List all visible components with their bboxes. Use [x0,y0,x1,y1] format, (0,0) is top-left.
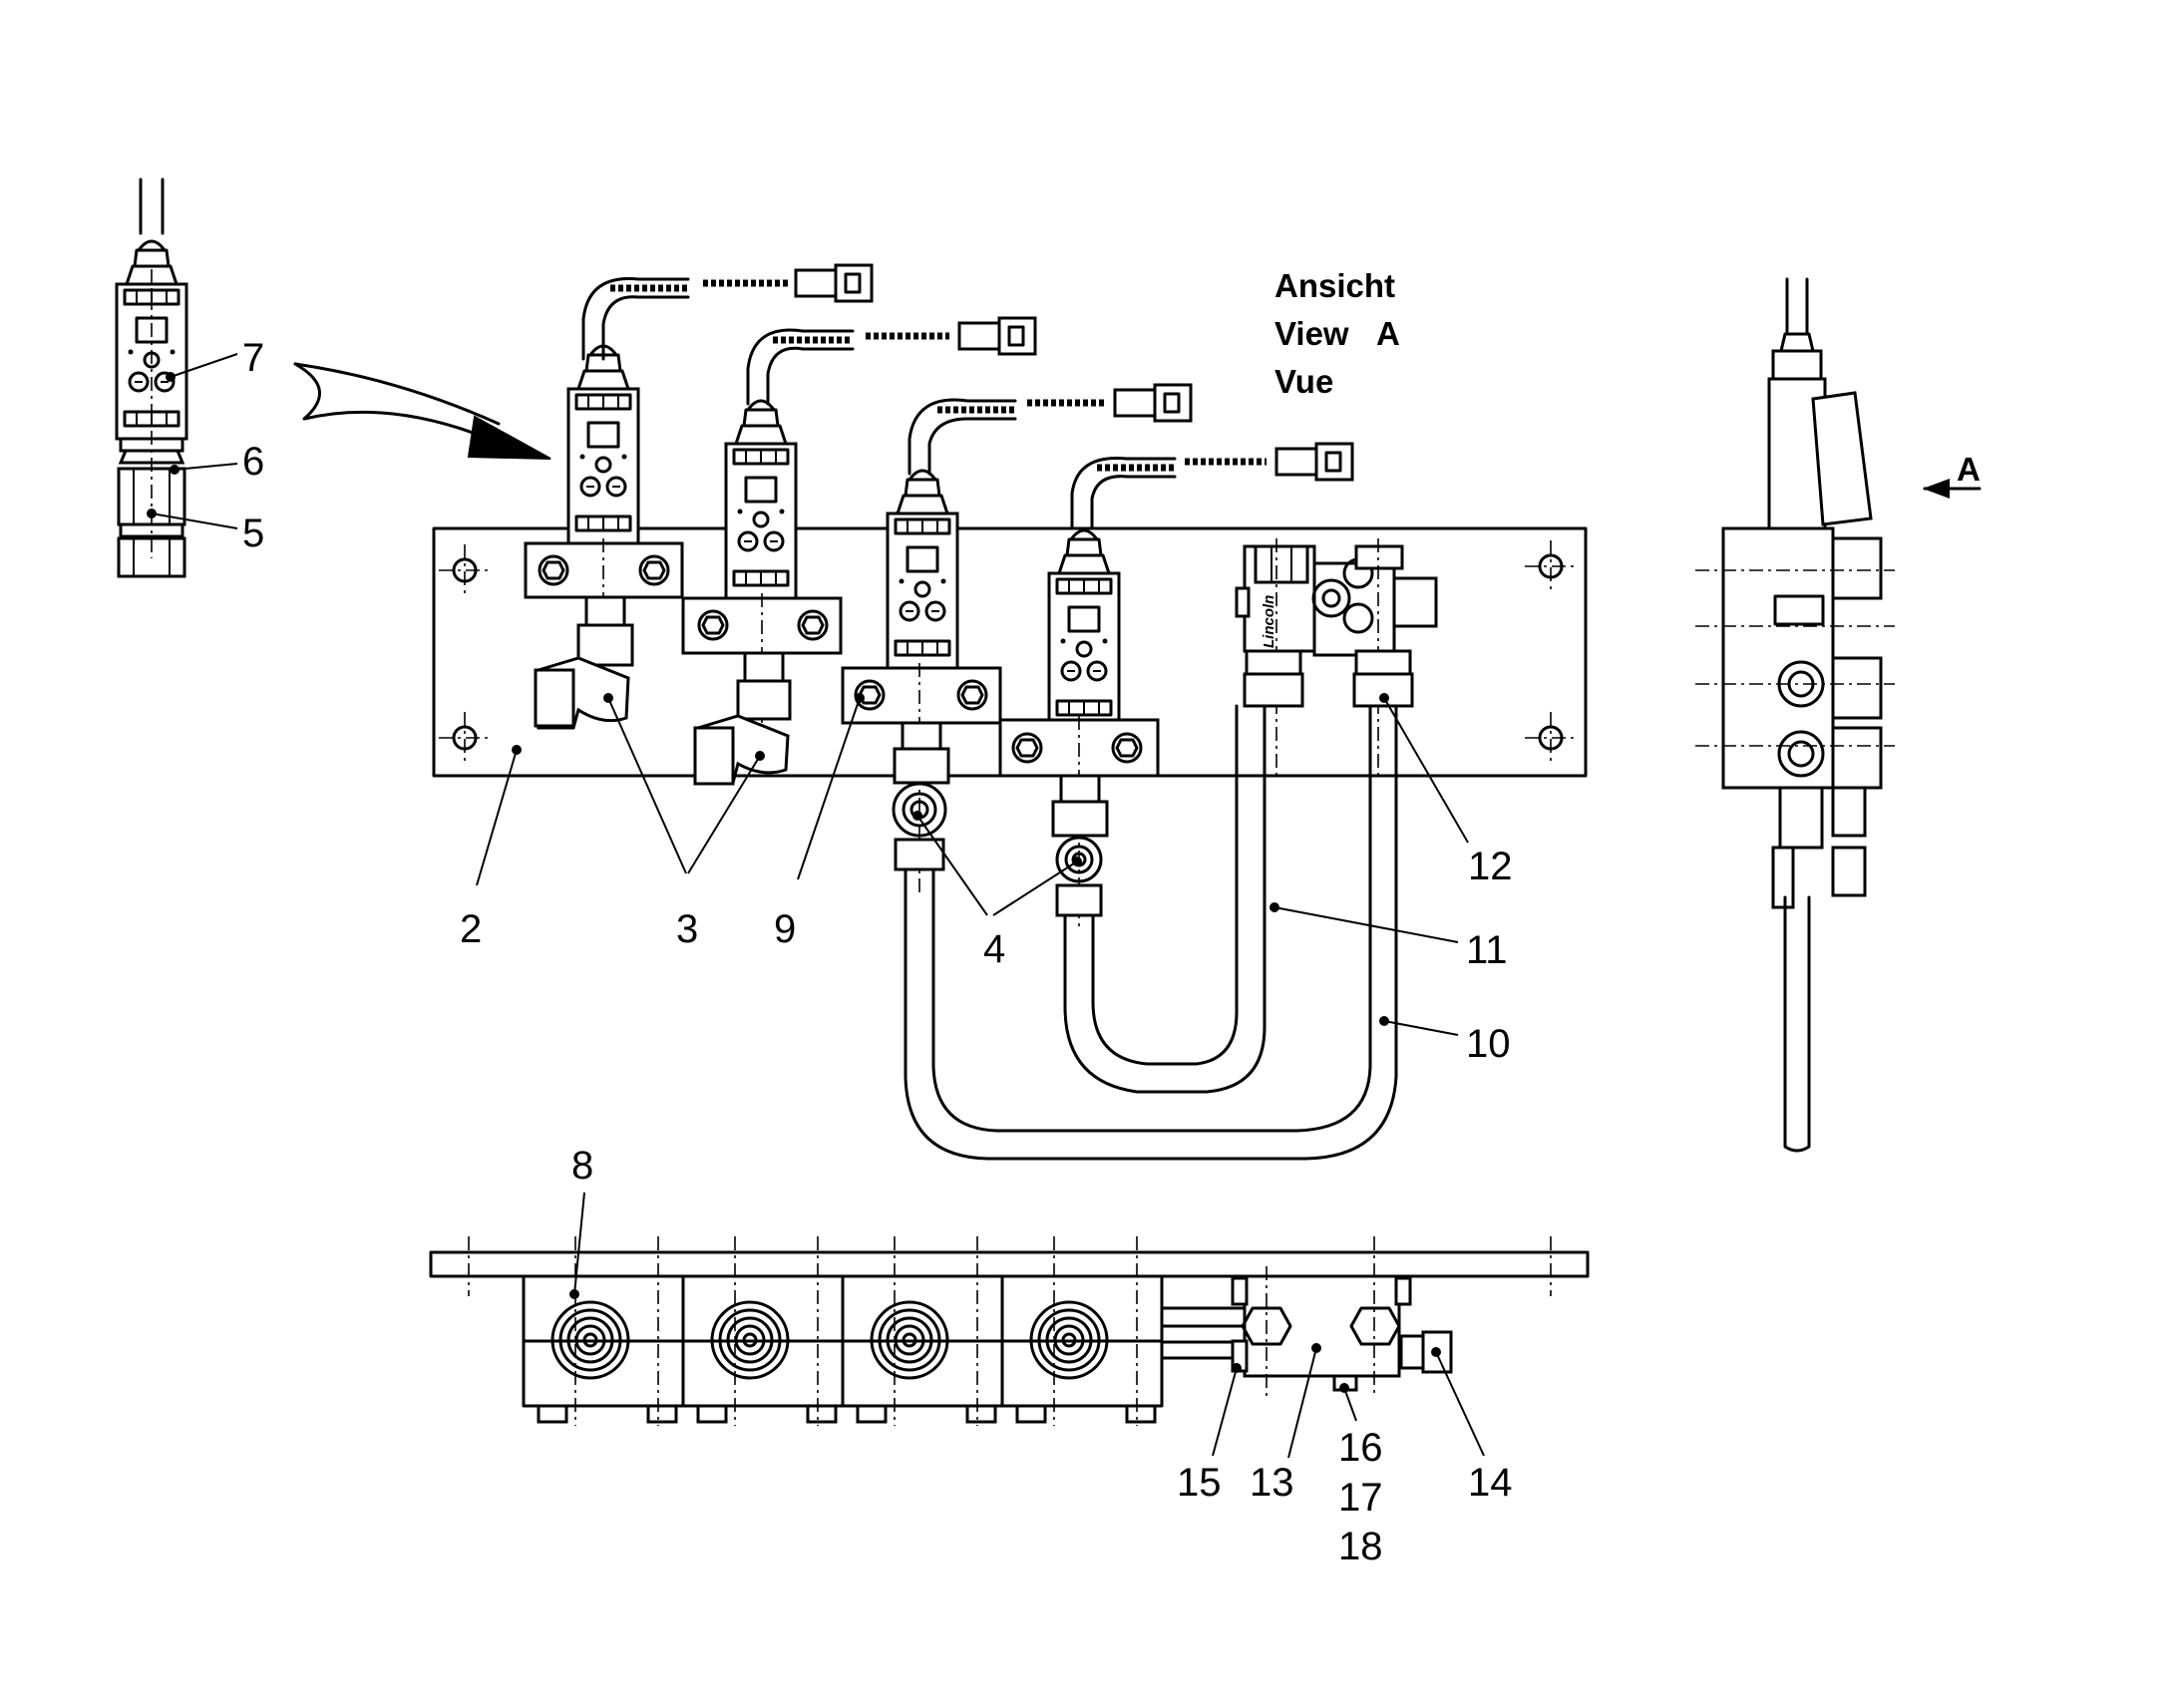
front-view: Lincoln [432,263,1588,1161]
callout-15: 15 [1177,1461,1222,1505]
callout-12: 12 [1468,845,1513,888]
view-label-line3: Vue [1274,363,1333,400]
pressure-switch-1 [524,263,874,730]
callout-11: 11 [1466,928,1508,972]
callout-2: 2 [460,907,482,951]
tube-11 [1063,704,1267,1094]
valve-block: Lincoln [1235,538,1438,778]
bottom-plate [429,1250,1590,1278]
callouts: 7 6 5 2 3 9 4 12 11 [147,336,1513,1568]
detail-pressure-switch-assembly [115,177,188,578]
callout-6: 6 [242,440,264,484]
pressure-switch-2 [681,316,1037,786]
callout-8: 8 [571,1144,593,1188]
callout-5: 5 [242,512,264,555]
view-label-line1: Ansicht [1274,267,1395,304]
pressure-switch-3 [841,383,1193,897]
pressure-switch-4 [998,442,1354,927]
side-view: A [1695,277,1982,1153]
brand-mark: Lincoln [1261,595,1277,648]
callout-14: 14 [1468,1461,1513,1505]
callout-4: 4 [983,927,1005,971]
bottom-view [429,1236,1590,1426]
callout-10: 10 [1466,1022,1511,1066]
callout-17: 17 [1338,1476,1383,1520]
detail-pointer-arrow [293,362,551,460]
view-a-label: Ansicht View A Vue [1274,267,1400,400]
view-label-line2: View [1274,315,1349,352]
callout-16: 16 [1338,1426,1383,1470]
side-view-arrow-letter: A [1957,451,1981,488]
tube-10 [904,704,1398,1161]
callout-13: 13 [1250,1461,1294,1505]
view-label-letter: A [1376,315,1400,352]
callout-9: 9 [774,907,796,951]
callout-7: 7 [242,336,264,380]
callout-3: 3 [676,907,698,951]
callout-18: 18 [1338,1525,1383,1568]
